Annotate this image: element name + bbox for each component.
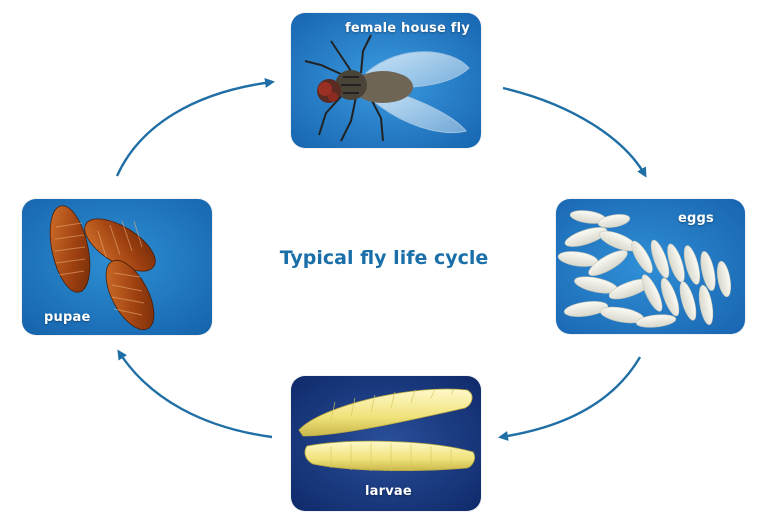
arrow-eggs-to-larvae — [498, 356, 642, 441]
larvae-image — [291, 376, 481, 511]
stage-label-eggs: eggs — [678, 211, 714, 226]
stage-card-fly: female house fly — [291, 13, 481, 148]
diagram-title: Typical fly life cycle — [279, 247, 489, 269]
arrow-larvae-to-pupae — [117, 349, 273, 439]
arrow-pupae-to-fly — [115, 77, 275, 177]
house-fly-image — [291, 13, 481, 148]
stage-card-larvae: larvae — [291, 376, 481, 511]
eggs-image — [556, 199, 745, 334]
arrow-fly-to-eggs — [502, 86, 647, 178]
stage-label-pupae: pupae — [44, 310, 91, 325]
stage-card-eggs: eggs — [556, 199, 745, 334]
stage-card-pupae: pupae — [22, 199, 212, 335]
stage-label-fly: female house fly — [345, 21, 470, 36]
stage-label-larvae: larvae — [365, 484, 412, 499]
pupae-image — [22, 199, 212, 335]
